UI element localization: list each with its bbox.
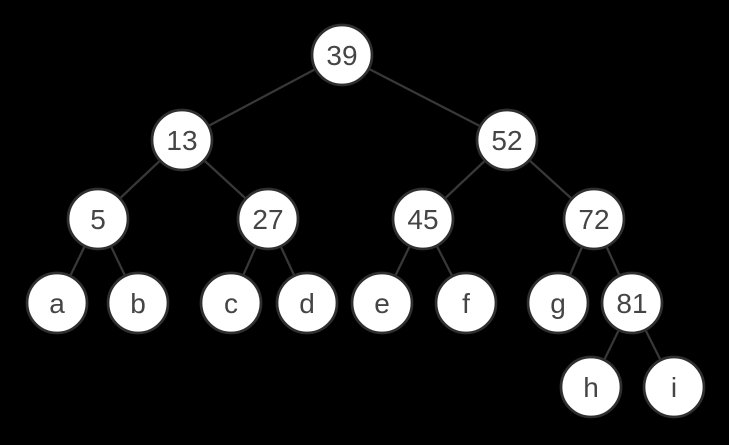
tree-node-circle-h — [559, 355, 623, 419]
tree-node-circle-39 — [310, 23, 374, 87]
tree-node-a: a — [25, 271, 89, 335]
tree-node-label-c: c — [224, 288, 238, 319]
tree-node-52: 52 — [475, 108, 539, 172]
tree-node-label-27: 27 — [252, 204, 283, 235]
tree-node-45: 45 — [391, 187, 455, 251]
tree-node-h: h — [559, 355, 623, 419]
tree-node-circle-c — [199, 271, 263, 335]
tree-node-label-f: f — [462, 288, 470, 319]
tree-node-circle-d — [275, 271, 339, 335]
tree-node-circle-a — [25, 271, 89, 335]
tree-node-72: 72 — [562, 187, 626, 251]
tree-node-i: i — [642, 355, 706, 419]
tree-node-circle-i — [642, 355, 706, 419]
tree-node-label-h: h — [583, 372, 599, 403]
tree-node-label-13: 13 — [166, 125, 197, 156]
tree-node-label-e: e — [374, 288, 390, 319]
tree-node-label-5: 5 — [90, 204, 106, 235]
tree-node-f: f — [434, 271, 498, 335]
tree-node-label-72: 72 — [578, 204, 609, 235]
tree-node-27: 27 — [236, 187, 300, 251]
tree-node-circle-e — [350, 271, 414, 335]
tree-node-circle-g — [526, 271, 590, 335]
tree-node-label-a: a — [49, 288, 65, 319]
tree-node-label-52: 52 — [491, 125, 522, 156]
tree-node-label-45: 45 — [407, 204, 438, 235]
tree-node-circle-45 — [391, 187, 455, 251]
tree-node-c: c — [199, 271, 263, 335]
tree-node-81: 81 — [600, 271, 664, 335]
tree-node-circle-52 — [475, 108, 539, 172]
tree-node-g: g — [526, 271, 590, 335]
tree-node-39: 39 — [310, 23, 374, 87]
tree-node-circle-72 — [562, 187, 626, 251]
tree-node-circle-b — [106, 271, 170, 335]
tree-node-label-g: g — [550, 288, 566, 319]
tree-node-label-39: 39 — [326, 40, 357, 71]
tree-node-circle-27 — [236, 187, 300, 251]
tree-node-circle-5 — [66, 187, 130, 251]
tree-node-label-d: d — [299, 288, 315, 319]
tree-node-label-81: 81 — [616, 288, 647, 319]
tree-node-5: 5 — [66, 187, 130, 251]
tree-node-circle-f — [434, 271, 498, 335]
tree-node-d: d — [275, 271, 339, 335]
tree-node-label-b: b — [130, 288, 146, 319]
tree-node-circle-13 — [150, 108, 214, 172]
tree-node-circle-81 — [600, 271, 664, 335]
tree-node-label-i: i — [671, 372, 677, 403]
tree-node-e: e — [350, 271, 414, 335]
tree-node-b: b — [106, 271, 170, 335]
tree-node-13: 13 — [150, 108, 214, 172]
